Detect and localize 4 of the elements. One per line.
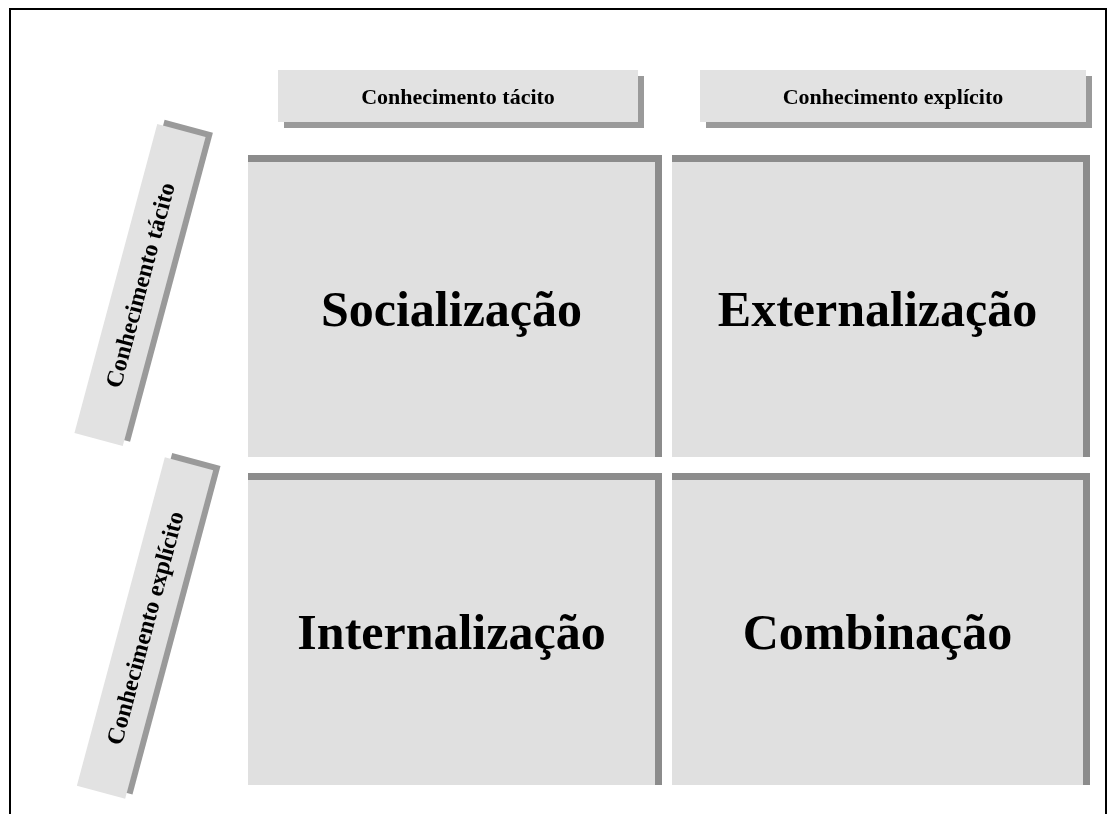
quadrant-box: Socialização [248,155,662,457]
quadrant-box: Combinação [672,473,1090,785]
quadrant-box: Internalização [248,473,662,785]
quadrant-box: Externalização [672,155,1090,457]
